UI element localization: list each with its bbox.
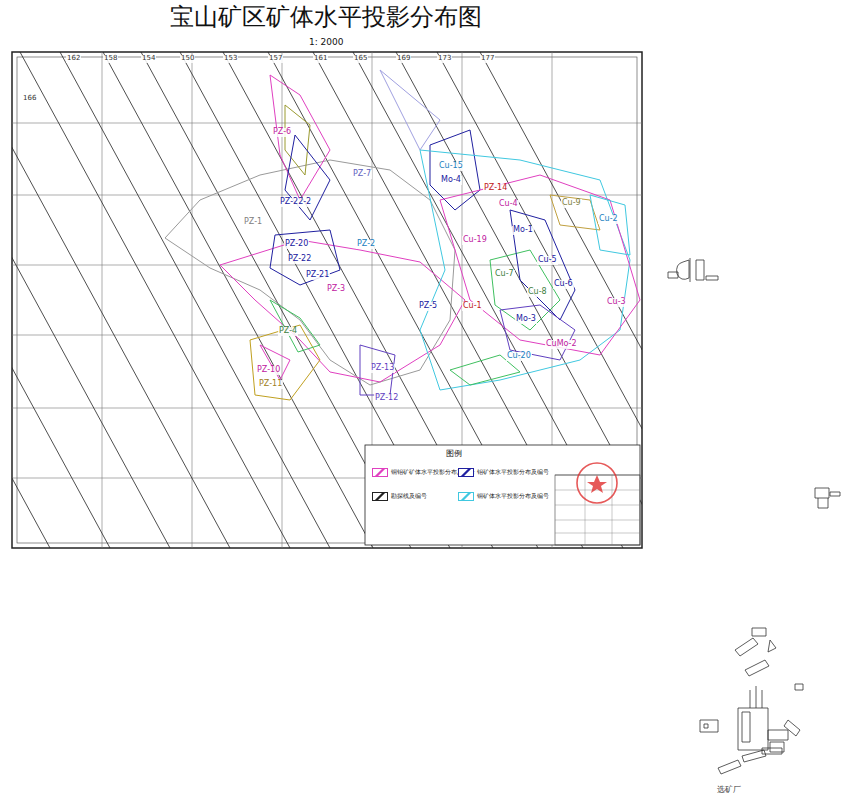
exploration-line (223, 52, 493, 548)
ore-body-label: PZ-12 (374, 394, 399, 403)
ore-body-label: Cu-9 (561, 199, 582, 208)
grid-number: 161 (313, 55, 328, 63)
ore-body-label: Cu-6 (553, 280, 574, 289)
ore-bodies (165, 70, 640, 400)
exploration-line (103, 52, 373, 548)
grid-line (12, 408, 642, 409)
legend-swatch (458, 468, 474, 477)
ore-body-label: PZ-22-2 (279, 198, 312, 207)
ore-body-label: PZ-20 (284, 240, 309, 249)
exploration-line (12, 52, 170, 548)
ore-body-label: PZ-10 (256, 366, 281, 375)
ore-body-outline (380, 70, 440, 150)
inner-frame (17, 57, 637, 543)
grid-number: 150 (180, 55, 195, 63)
ore-body-label: Cu-20 (506, 352, 532, 361)
legend-row: 铜矿体水平投影分布及编号 (458, 492, 549, 501)
exploration-line (60, 52, 330, 548)
seal-stamp (577, 463, 617, 503)
ore-body-outline (270, 230, 340, 285)
ore-body-label: Cu-1 (462, 302, 483, 311)
legend-row: 勘探线及编号 (372, 492, 427, 501)
ore-body-outline (550, 195, 600, 230)
ore-body-label: Cu-7 (494, 270, 515, 279)
grid-line (12, 335, 642, 336)
legend-row: 钼矿体水平投影分布及编号 (458, 468, 549, 477)
ore-body-label: PZ-5 (418, 302, 438, 311)
ore-body-outline (270, 75, 330, 200)
grid-number: 153 (223, 55, 238, 63)
ore-body-label: Cu-8 (527, 288, 548, 297)
legend-box (365, 445, 640, 545)
map-title: 宝山矿区矿体水平投影分布图 (170, 4, 482, 30)
grid-number: 165 (353, 55, 368, 63)
ore-body-label: PZ-22 (287, 255, 312, 264)
ore-body-label: PZ-3 (326, 285, 346, 294)
ore-body-label: PZ-2 (356, 240, 376, 249)
ore-body-outline (420, 150, 630, 390)
ore-body-outline (270, 300, 320, 352)
ore-body-label: PZ-21 (305, 271, 330, 280)
grid-number: 157 (268, 55, 283, 63)
grid-number: 158 (103, 55, 118, 63)
legend-swatch (372, 468, 388, 477)
coordinate-grid (12, 52, 642, 548)
grid-number: 166 (22, 95, 37, 103)
ore-body-label: PZ-14 (483, 184, 508, 193)
legend-text: 勘探线及编号 (391, 492, 427, 501)
ore-body-label: PZ-6 (272, 128, 292, 137)
grid-number: 154 (141, 55, 156, 63)
ore-body-outline (285, 105, 310, 175)
grid-number: 173 (437, 55, 452, 63)
ore-body-outline (250, 325, 320, 400)
exploration-line (12, 52, 230, 548)
ore-body-label: PZ-1 (243, 218, 263, 227)
legend-text: 铜矿体水平投影分布及编号 (477, 492, 549, 501)
grid-line (102, 52, 103, 548)
ore-body-outline (285, 135, 330, 220)
ore-body-outline (440, 175, 640, 355)
grid-line (192, 52, 193, 548)
plant-buildings (668, 258, 840, 774)
grid-line (282, 52, 283, 548)
exploration-line (20, 52, 290, 548)
grid-number: 177 (480, 55, 495, 63)
ore-body-label: Cu-5 (537, 256, 558, 265)
ore-body-label: Mo-3 (515, 315, 537, 324)
legend-heading: 图例 (445, 450, 463, 459)
plant-label: 选矿厂 (716, 786, 742, 795)
ore-body-label: PZ-4 (278, 327, 298, 336)
scale-caption: 1: 2000 (309, 38, 344, 48)
exploration-line (313, 52, 583, 548)
ore-body-label: PZ-7 (352, 170, 372, 179)
ore-body-label: Cu-15 (438, 162, 464, 171)
ore-body-label: PZ-13 (370, 364, 395, 373)
grid-number: 169 (396, 55, 411, 63)
grid-number: 162 (66, 55, 81, 63)
grid-line (12, 195, 642, 196)
legend-text: 钼矿体水平投影分布及编号 (477, 468, 549, 477)
ore-body-outline (510, 210, 575, 320)
ore-body-label: Mo-4 (440, 176, 462, 185)
ore-body-outline (430, 130, 480, 210)
legend-swatch (458, 492, 474, 501)
ore-body-label: Cu-4 (498, 200, 519, 209)
ore-body-label: Cu-2 (598, 215, 619, 224)
grid-line (12, 123, 642, 124)
ore-body-outline (500, 305, 575, 360)
ore-body-outline (360, 345, 395, 395)
ore-body-label: Cu-19 (462, 236, 488, 245)
ore-body-outline (590, 195, 630, 255)
legend-swatch (372, 492, 388, 501)
exploration-lines (12, 52, 642, 548)
ore-body-label: CuMo-2 (545, 340, 578, 349)
ore-body-label: Cu-3 (606, 298, 627, 307)
map-frame (12, 52, 642, 548)
ore-body-label: PZ-11 (258, 380, 283, 389)
ore-body-label: Mo-1 (512, 226, 534, 235)
exploration-line (12, 52, 50, 548)
ore-body-outline (490, 250, 560, 330)
